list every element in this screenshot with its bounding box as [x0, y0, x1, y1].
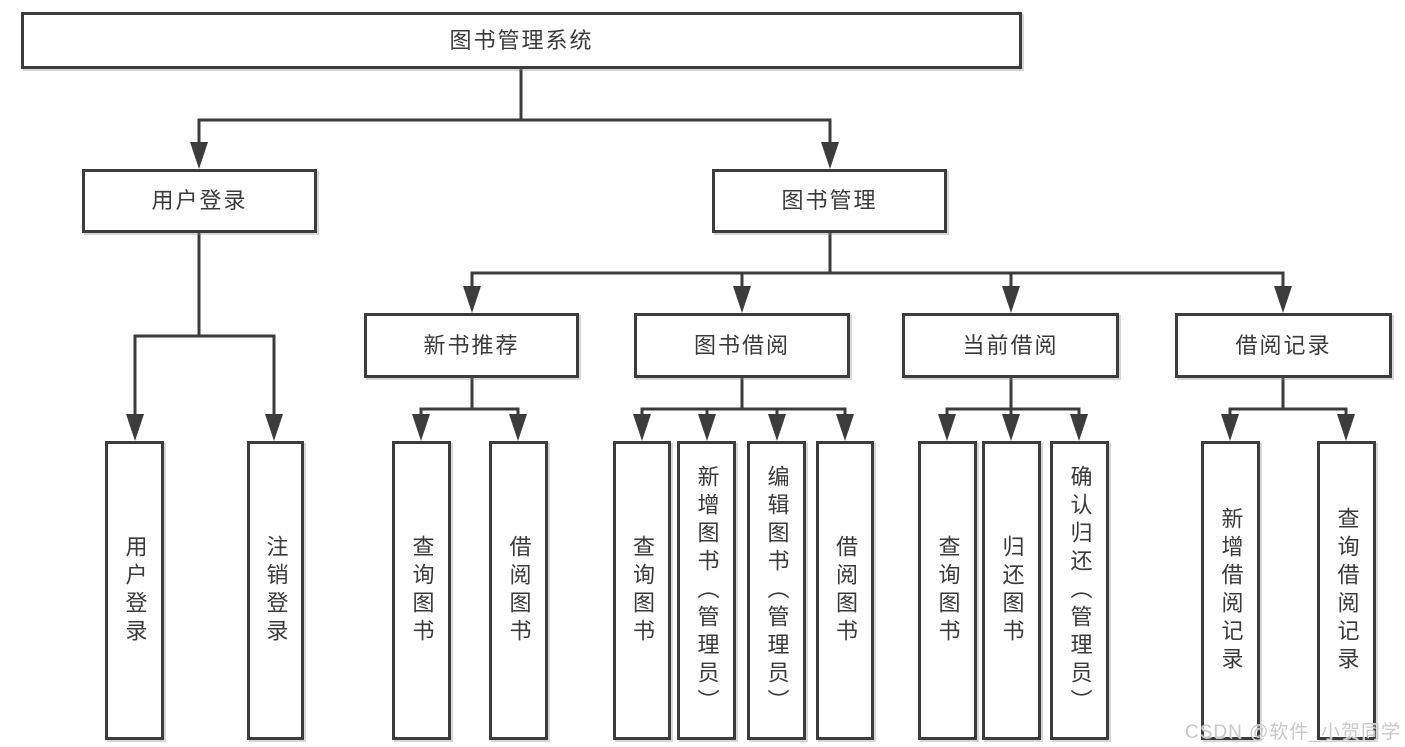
leaf-newbook-borrow-books: 借阅图书 [489, 441, 548, 740]
leaf-newbook-search-books: 查询图书 [392, 441, 451, 740]
node-user-login: 用户登录 [82, 169, 317, 233]
arrowhead-icon [698, 414, 716, 441]
leaf-logout: 注销登录 [247, 441, 304, 740]
node-book-borrowing: 图书借阅 [634, 313, 850, 378]
arrowhead-icon [126, 414, 144, 441]
leaf-records-search-borrow-record: 查询借阅记录 [1317, 441, 1376, 740]
arrowhead-icon [412, 414, 430, 441]
arrowhead-icon [1221, 414, 1239, 441]
leaf-current-search-books: 查询图书 [918, 441, 977, 740]
node-current-borrowing: 当前借阅 [902, 313, 1119, 378]
arrowhead-icon [1002, 286, 1020, 313]
arrowhead-icon [509, 414, 527, 441]
leaf-current-confirm-return-admin: 确认归还（管理员） [1050, 441, 1109, 740]
node-borrow-records: 借阅记录 [1175, 313, 1392, 378]
leaf-borrowing-add-books-admin: 新增图书（管理员） [677, 441, 736, 740]
leaf-user-login: 用户登录 [105, 441, 164, 740]
arrowhead-icon [265, 414, 283, 441]
csdn-watermark: CSDN @软件_小贺同学 [1185, 722, 1401, 743]
node-root-library-management-system: 图书管理系统 [21, 12, 1022, 69]
arrowhead-icon [836, 414, 854, 441]
arrowhead-icon [1002, 414, 1020, 441]
leaf-borrowing-search-books: 查询图书 [613, 441, 671, 740]
node-new-book-recommend: 新书推荐 [364, 313, 579, 378]
arrowhead-icon [821, 142, 839, 169]
leaf-borrowing-edit-books-admin: 编辑图书（管理员） [747, 441, 806, 740]
node-book-management: 图书管理 [712, 169, 947, 233]
arrowhead-icon [1274, 286, 1292, 313]
arrowhead-icon [938, 414, 956, 441]
arrowhead-icon [463, 286, 481, 313]
arrowhead-icon [1070, 414, 1088, 441]
leaf-current-return-books: 归还图书 [982, 441, 1041, 740]
arrowhead-icon [633, 414, 651, 441]
arrowhead-icon [768, 414, 786, 441]
arrowhead-icon [733, 286, 751, 313]
arrowhead-icon [1337, 414, 1355, 441]
leaf-borrowing-borrow-books: 借阅图书 [816, 441, 874, 740]
arrowhead-icon [190, 142, 208, 169]
leaf-records-add-borrow-record: 新增借阅记录 [1201, 441, 1260, 740]
